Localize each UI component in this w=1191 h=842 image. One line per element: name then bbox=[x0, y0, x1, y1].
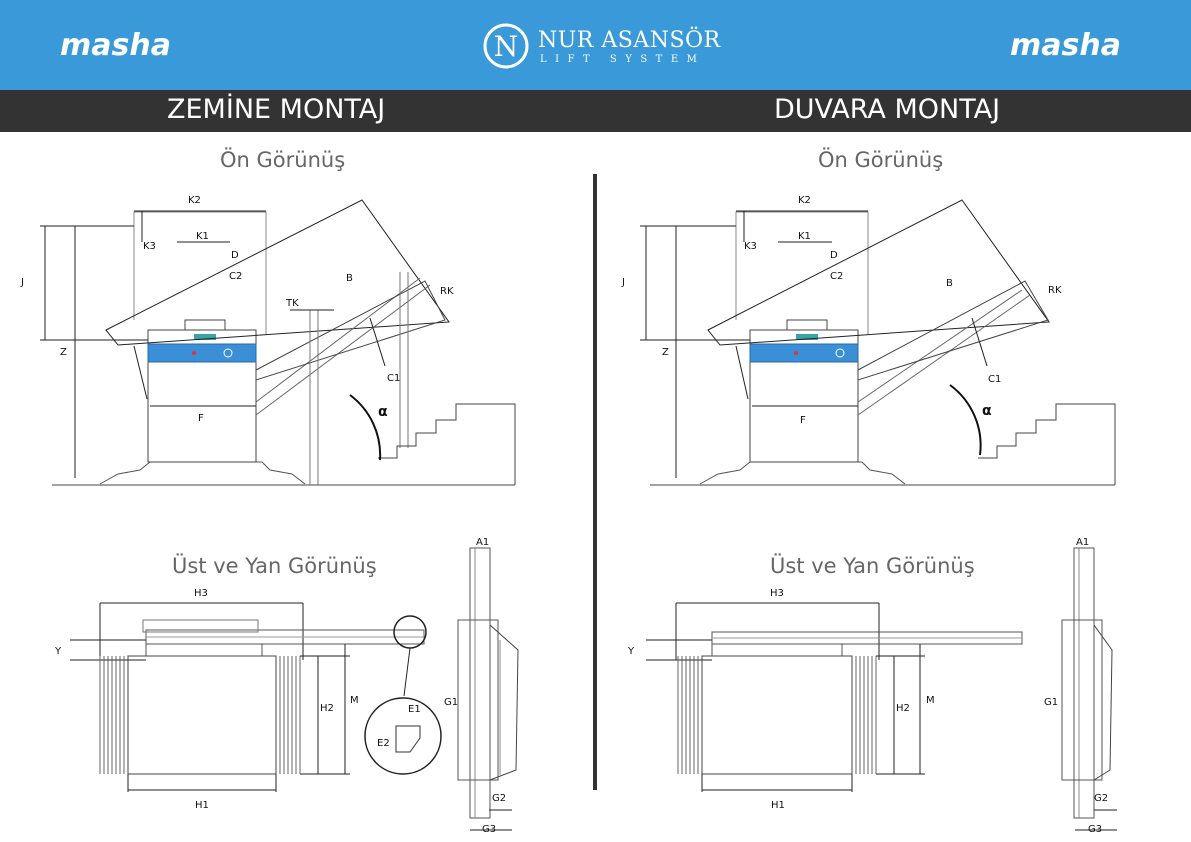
label-j-wall: J bbox=[621, 277, 625, 288]
label-k1-wall: K1 bbox=[798, 231, 811, 242]
company-logo: N NUR ASANSÖR LIFT SYSTEM bbox=[480, 20, 720, 72]
label-z: Z bbox=[60, 347, 67, 358]
label-c2: C2 bbox=[229, 271, 242, 282]
label-g1: G1 bbox=[444, 697, 458, 708]
front-labels-floor: K2 K1 K3 D J C2 Z B RK TK C1 F α bbox=[20, 195, 454, 424]
label-k3-wall: K3 bbox=[744, 241, 757, 252]
label-tk: TK bbox=[285, 298, 299, 309]
label-c1: C1 bbox=[387, 373, 400, 384]
top-labels-floor: H3 Y H2 M H1 A1 G1 G2 G3 E1 E2 bbox=[54, 537, 506, 835]
section-title-wall: DUVARA MONTAJ bbox=[774, 94, 1001, 125]
brand-logo-right: masha bbox=[1010, 28, 1121, 63]
label-k3: K3 bbox=[143, 241, 156, 252]
top-view-floor-drawing bbox=[70, 547, 519, 831]
section-title-floor: ZEMİNE MONTAJ bbox=[167, 94, 386, 125]
label-z-wall: Z bbox=[662, 347, 669, 358]
label-c2-wall: C2 bbox=[830, 271, 843, 282]
brand-logo-left: masha bbox=[60, 28, 171, 63]
label-k2: K2 bbox=[188, 195, 201, 206]
label-c1-wall: C1 bbox=[988, 374, 1001, 385]
label-k2-wall: K2 bbox=[798, 195, 811, 206]
label-k1: K1 bbox=[196, 231, 209, 242]
header-bar bbox=[0, 0, 1191, 90]
label-g1-wall: G1 bbox=[1044, 697, 1058, 708]
top-labels-wall: H3 Y H2 M H1 A1 G1 G2 G3 bbox=[627, 537, 1108, 835]
logo-name: NUR ASANSÖR bbox=[538, 28, 721, 53]
label-a1: A1 bbox=[476, 537, 489, 548]
label-h1: H1 bbox=[195, 800, 209, 811]
label-b-wall: B bbox=[946, 278, 953, 289]
label-f-wall: F bbox=[800, 415, 806, 426]
label-d-wall: D bbox=[830, 250, 838, 261]
label-rk-wall: RK bbox=[1048, 285, 1062, 296]
label-m-wall: M bbox=[926, 695, 935, 706]
front-view-title-right: Ön Görünüş bbox=[818, 148, 944, 172]
front-view-title-left: Ön Görünüş bbox=[220, 148, 346, 172]
label-alpha: α bbox=[378, 404, 388, 420]
label-e2: E2 bbox=[377, 738, 390, 749]
nur-asansor-logo-icon: N bbox=[483, 23, 529, 69]
front-view-floor-drawing bbox=[40, 199, 516, 486]
label-j: J bbox=[20, 277, 24, 288]
label-h2: H2 bbox=[320, 703, 334, 714]
label-y-wall: Y bbox=[627, 646, 635, 657]
label-alpha-wall: α bbox=[982, 403, 992, 419]
label-y: Y bbox=[54, 646, 62, 657]
label-e1: E1 bbox=[408, 704, 421, 715]
label-g2-wall: G2 bbox=[1094, 793, 1108, 804]
logo-letter: N bbox=[494, 30, 519, 63]
label-h1-wall: H1 bbox=[771, 800, 785, 811]
label-h2-wall: H2 bbox=[896, 703, 910, 714]
top-view-title-left: Üst ve Yan Görünüş bbox=[172, 554, 377, 578]
front-labels-wall: K2 K1 K3 D J C2 Z B RK C1 F α bbox=[621, 195, 1062, 426]
label-g3: G3 bbox=[482, 824, 496, 835]
top-view-title-right: Üst ve Yan Görünüş bbox=[770, 554, 975, 578]
top-view-wall-drawing bbox=[646, 547, 1117, 831]
label-h3: H3 bbox=[194, 588, 208, 599]
logo-subtitle: LIFT SYSTEM bbox=[540, 54, 706, 65]
label-b: B bbox=[346, 273, 353, 284]
label-h3-wall: H3 bbox=[770, 588, 784, 599]
front-view-wall-drawing bbox=[640, 199, 1116, 486]
label-d: D bbox=[231, 250, 239, 261]
label-g3-wall: G3 bbox=[1088, 824, 1102, 835]
label-m: M bbox=[350, 695, 359, 706]
label-rk: RK bbox=[440, 286, 454, 297]
label-a1-wall: A1 bbox=[1076, 537, 1089, 548]
section-band bbox=[0, 90, 1191, 132]
label-g2: G2 bbox=[492, 793, 506, 804]
label-f: F bbox=[198, 413, 204, 424]
